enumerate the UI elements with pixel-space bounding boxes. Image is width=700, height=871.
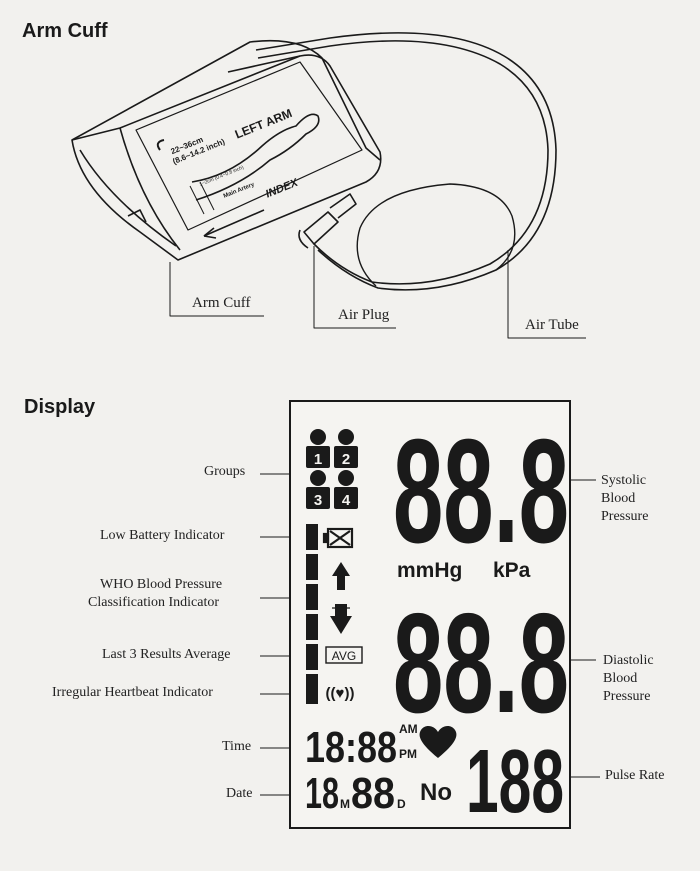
avg-callout: Last 3 Results Average (102, 647, 231, 662)
group-number-2: 2 (342, 451, 350, 468)
date-day: 18 (305, 769, 339, 818)
time-callout: Time (222, 739, 252, 754)
time-pm: PM (399, 747, 417, 761)
cuff-body (71, 54, 382, 261)
diastolic-line-2: Blood (603, 671, 638, 686)
pulse-digits: 188 (466, 732, 564, 827)
arm-cuff-callout: Arm Cuff (192, 295, 251, 311)
lcd-segments: 1 2 3 4 AVG ((♥)) 88.8 (305, 409, 569, 827)
air-tube-callout: Air Tube (525, 317, 579, 333)
air-tube-leader (507, 250, 586, 339)
date-month: 88 (351, 769, 395, 818)
arm-cuff-heading: Arm Cuff (22, 20, 108, 42)
cuff-index: INDEX (264, 177, 300, 201)
date-d: D (397, 797, 406, 811)
date-callout: Date (226, 786, 253, 801)
date-m: M (340, 797, 350, 811)
heart-icon (419, 726, 457, 758)
arm-cuff-leader (169, 262, 264, 317)
diastolic-digits: 88.8 (393, 584, 569, 743)
unit-kpa: kPa (493, 559, 531, 582)
diastolic-callout: Diastolic Blood Pressure (603, 652, 693, 706)
group-number-1: 1 (314, 451, 322, 468)
pulse-callout: Pulse Rate (605, 768, 665, 783)
user-icon-3 (306, 470, 330, 509)
user-group-icons (306, 429, 358, 509)
avg-label: AVG (332, 649, 356, 663)
low-battery-icon (322, 527, 354, 549)
air-plug-icon (303, 211, 339, 245)
cuff-left-arm: LEFT ARM (233, 106, 294, 142)
systolic-callout: Systolic Blood Pressure (601, 472, 691, 526)
memory-no-label: No (420, 779, 452, 806)
low-battery-callout: Low Battery Indicator (100, 528, 225, 543)
arm-sketch-icon (191, 113, 320, 201)
group-number-4: 4 (342, 492, 351, 509)
user-icon-4 (334, 470, 358, 509)
lcd-display-panel: 1 2 3 4 AVG ((♥)) 88.8 (289, 400, 571, 829)
user-icon-1 (306, 429, 330, 468)
irregular-heartbeat-icon: ((♥)) (326, 685, 355, 702)
diastolic-line-3: Pressure (603, 689, 651, 704)
display-heading: Display (24, 396, 96, 418)
air-plug-leader (313, 246, 396, 329)
index-arrow (203, 209, 265, 237)
arm-cuff-illustration: 22~36cm (8.6~14.2 inch) LEFT ARM 1~2cm (… (71, 32, 586, 339)
user-icon-2 (334, 429, 358, 468)
systolic-line-2: Blood (601, 491, 636, 506)
air-tube (257, 40, 549, 285)
systolic-line-1: Systolic (601, 473, 647, 488)
avg-box (325, 646, 363, 664)
time-am: AM (399, 722, 418, 736)
cuff-label-panel (135, 61, 363, 231)
groups-callout: Groups (204, 464, 246, 479)
who-callout-line2: Classification Indicator (88, 595, 220, 610)
group-number-3: 3 (314, 492, 322, 509)
arrow-up-icon (332, 562, 350, 590)
diastolic-line-1: Diastolic (603, 653, 654, 668)
who-classification-bar (306, 524, 318, 704)
irregular-callout: Irregular Heartbeat Indicator (52, 685, 213, 700)
systolic-line-3: Pressure (601, 509, 649, 524)
air-plug-callout: Air Plug (338, 307, 390, 323)
cuff-main-artery: Main Artery (223, 182, 256, 200)
unit-mmhg: mmHg (397, 559, 462, 582)
cuff-artery-gap: 1~2cm (0.4~0.8 inch) (199, 165, 245, 188)
arrow-down-icon (330, 604, 352, 634)
cuff-top-band (71, 39, 381, 161)
time-digits: 18:88 (305, 723, 397, 772)
who-callout-line1: WHO Blood Pressure (100, 577, 223, 592)
systolic-digits: 88.8 (393, 409, 569, 574)
